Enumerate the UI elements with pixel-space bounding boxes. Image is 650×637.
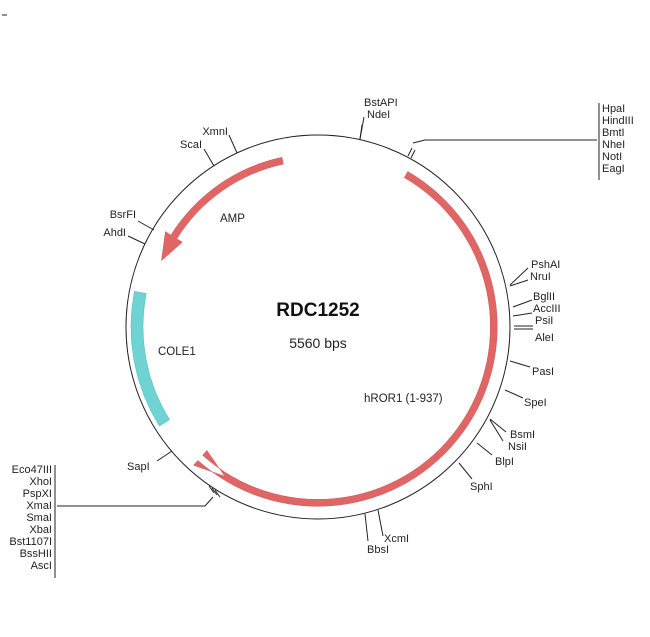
site-bsmi: BsmI — [510, 429, 535, 441]
site-label: BmtI — [602, 127, 625, 139]
site-label: XmaI — [26, 500, 52, 512]
site-scai: ScaI — [180, 139, 202, 151]
plasmid-backbone — [125, 134, 511, 520]
site-label: EagI — [602, 163, 625, 175]
site-label: Bst1107I — [9, 536, 52, 548]
hror1-gene-arrow[interactable] — [193, 171, 498, 507]
plasmid-size: 5560 bps — [289, 335, 347, 351]
site-ndei: NdeI — [367, 109, 390, 121]
site-sapi: SapI — [127, 461, 150, 473]
site-label: NotI — [602, 151, 622, 163]
site-label: XhoI — [29, 476, 52, 488]
site-label: PspXI — [23, 488, 52, 500]
site-ahdi: AhdI — [103, 227, 126, 239]
site-label: HindIII — [602, 115, 634, 127]
site-ticks — [54, 103, 600, 578]
plasmid-name: RDC1252 — [276, 300, 359, 321]
site-xcmi: XcmI — [384, 533, 409, 545]
site-nrui: NruI — [530, 271, 551, 283]
site-psii: PsiI — [535, 315, 553, 327]
site-label: AscI — [31, 560, 52, 572]
site-label: Eco47III — [12, 464, 52, 476]
site-blpi: BlpI — [495, 456, 514, 468]
cole1-label: COLE1 — [158, 346, 196, 358]
site-sphi: SphI — [470, 481, 493, 493]
site-label: XbaI — [29, 524, 52, 536]
amp-gene-arrow[interactable] — [161, 157, 284, 262]
cole1-origin[interactable] — [130, 291, 170, 427]
site-acciii: AccIII — [533, 303, 561, 315]
site-xmni: XmnI — [202, 126, 228, 138]
mcs-top-list: HpaI HindIII BmtI NheI NotI EagI — [602, 103, 634, 175]
site-alei: AleI — [535, 332, 554, 344]
site-bsrfi: BsrFI — [110, 209, 136, 221]
site-label: NheI — [602, 139, 625, 151]
hror1-label: hROR1 (1-937) — [364, 393, 443, 405]
site-label: BssHII — [20, 548, 52, 560]
site-bbsi: BbsI — [367, 544, 389, 556]
amp-label: AMP — [220, 213, 245, 225]
site-bstapi: BstAPI — [364, 97, 398, 109]
site-bglii: BglII — [533, 291, 555, 303]
site-pasi: PasI — [532, 366, 554, 378]
site-label: SmaI — [26, 512, 52, 524]
site-spei: SpeI — [524, 397, 547, 409]
mcs-bottom-list: Eco47III XhoI PspXI XmaI SmaI XbaI Bst11… — [9, 464, 52, 572]
site-label: HpaI — [602, 103, 625, 115]
site-pshai: PshAI — [531, 259, 560, 271]
site-nsii: NsiI — [508, 441, 527, 453]
